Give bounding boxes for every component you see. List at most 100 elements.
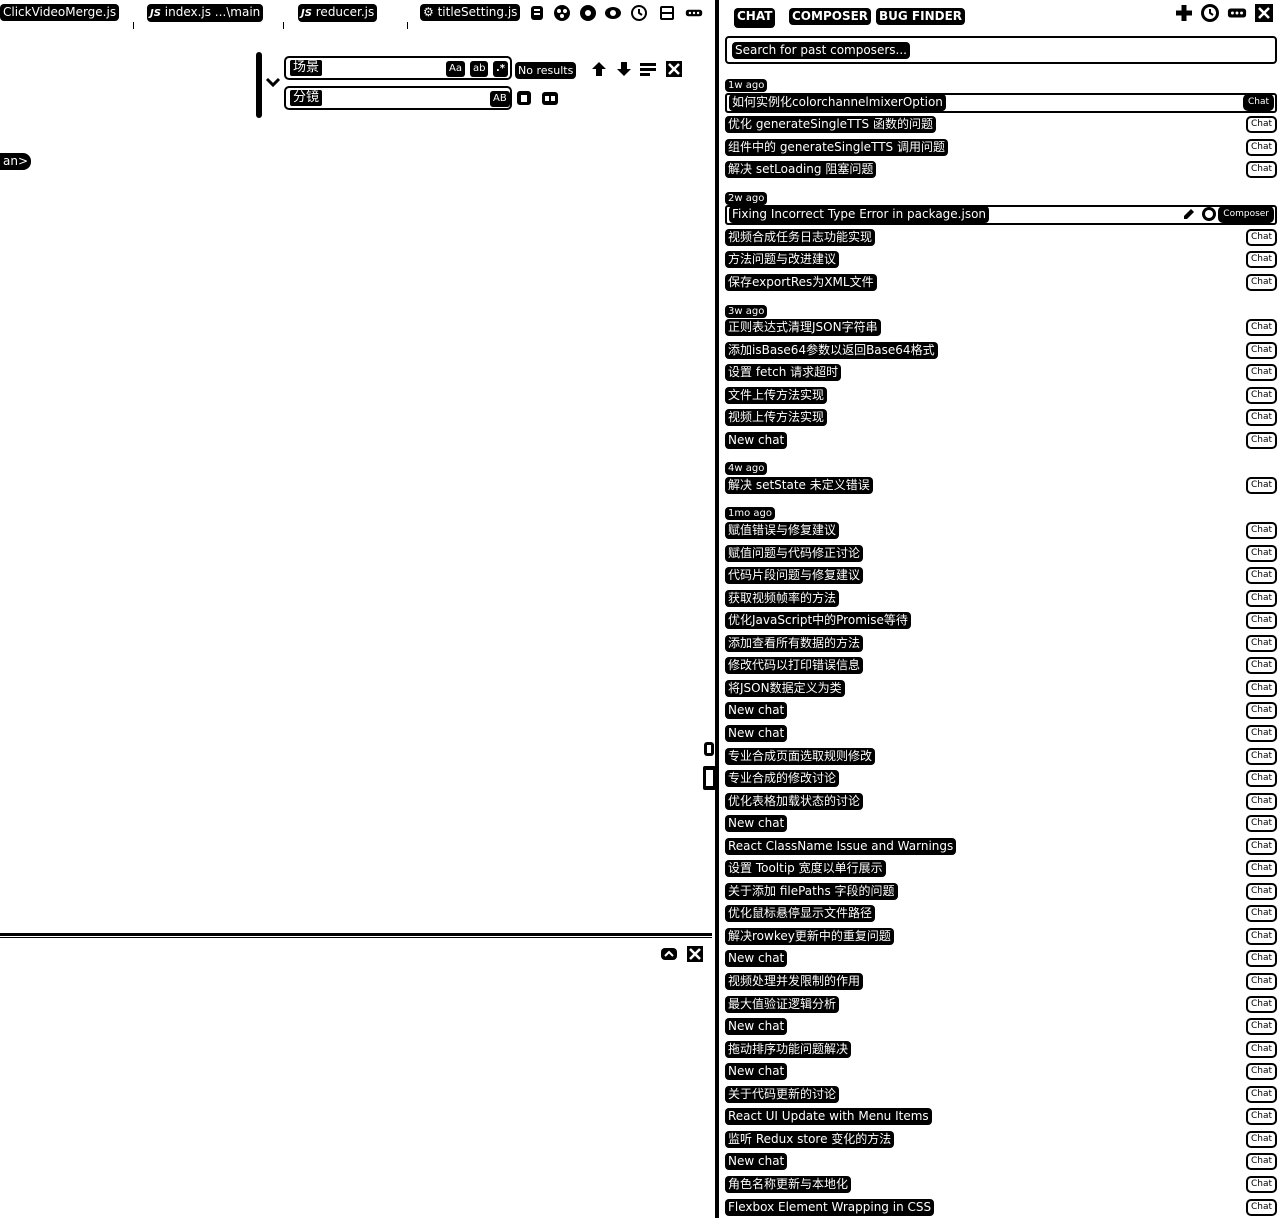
history-item[interactable]: 优化鼠标悬停显示文件路径 Chat: [725, 904, 1277, 924]
history-item-title: 优化鼠标悬停显示文件路径: [725, 905, 876, 923]
source-control-icon[interactable]: [553, 4, 571, 22]
history-item-title: 赋值错误与修复建议: [725, 522, 840, 539]
chevron-down-icon[interactable]: [265, 74, 281, 90]
close-panel-icon[interactable]: [686, 945, 704, 963]
more-options-icon[interactable]: [1227, 3, 1247, 23]
history-item-title: New chat: [725, 1153, 788, 1171]
history-item-kind-badge: Chat: [1245, 116, 1277, 134]
plus-icon[interactable]: [1174, 3, 1194, 23]
tab-chat-label: CHAT: [734, 8, 776, 28]
pencil-icon[interactable]: [1181, 206, 1197, 222]
search-past-composers-input[interactable]: Search for past composers...: [725, 36, 1277, 64]
match-whole-word-toggle[interactable]: ab: [470, 61, 489, 77]
tab-chat[interactable]: CHAT: [734, 5, 776, 28]
history-item-kind-badge: Chat: [1245, 724, 1277, 742]
history-item-kind-badge: Chat: [1245, 837, 1277, 855]
tab-titlesetting-js[interactable]: ⚙ titleSetting.js: [420, 4, 521, 21]
editor-chat-splitter[interactable]: [715, 0, 719, 1218]
split-editor-icon[interactable]: [658, 4, 676, 22]
panel-divider[interactable]: [0, 933, 712, 936]
timeline-icon[interactable]: [630, 4, 648, 22]
more-actions-icon[interactable]: [685, 4, 703, 22]
next-match-icon[interactable]: [615, 60, 633, 78]
replace-all-icon[interactable]: [541, 89, 559, 107]
sidebar-sash-icon[interactable]: [702, 740, 718, 800]
replace-icon[interactable]: [515, 89, 533, 107]
find-in-selection-icon[interactable]: [639, 60, 657, 78]
regex-toggle[interactable]: .*: [493, 61, 509, 77]
find-input[interactable]: 场景 Aa ab .*: [284, 56, 512, 80]
history-item-title: 修改代码以打印错误信息: [725, 657, 864, 675]
replace-input[interactable]: 分镜 AB: [284, 86, 512, 110]
close-icon[interactable]: [665, 60, 683, 78]
preview-icon[interactable]: [604, 4, 622, 22]
history-item-title: 优化表格加载状态的讨论: [725, 792, 864, 810]
preserve-case-toggle[interactable]: AB: [490, 91, 510, 107]
maximize-panel-icon[interactable]: [660, 945, 678, 963]
history-icon[interactable]: [1200, 3, 1220, 23]
tab-reducer-js[interactable]: JS reducer.js: [298, 4, 378, 22]
history-item[interactable]: New chat Chat: [725, 724, 1277, 744]
tab-bug-finder[interactable]: BUG FINDER: [876, 5, 966, 25]
tab-index-js[interactable]: JS index.js ...\main: [147, 4, 264, 22]
close-icon[interactable]: [1254, 3, 1274, 23]
history-item[interactable]: Fixing Incorrect Type Error in package.j…: [725, 205, 1277, 226]
gear-file-icon: ⚙: [423, 5, 434, 19]
history-item-title: New chat: [725, 724, 788, 742]
previous-match-icon[interactable]: [590, 60, 608, 78]
find-widget-sash[interactable]: [256, 52, 262, 118]
tab-composer[interactable]: COMPOSER: [789, 5, 872, 25]
history-group-label: 4w ago: [725, 456, 768, 476]
match-case-toggle[interactable]: Aa: [446, 61, 465, 77]
tab-clickvideomerge[interactable]: ClickVideoMerge.js: [0, 4, 120, 21]
history-item-title: 关于添加 filePaths 字段的问题: [725, 882, 898, 900]
history-item-kind-badge: Chat: [1245, 905, 1277, 923]
compare-changes-icon[interactable]: [528, 4, 546, 22]
open-changes-icon[interactable]: [579, 4, 597, 22]
more-icon[interactable]: [1201, 206, 1217, 222]
